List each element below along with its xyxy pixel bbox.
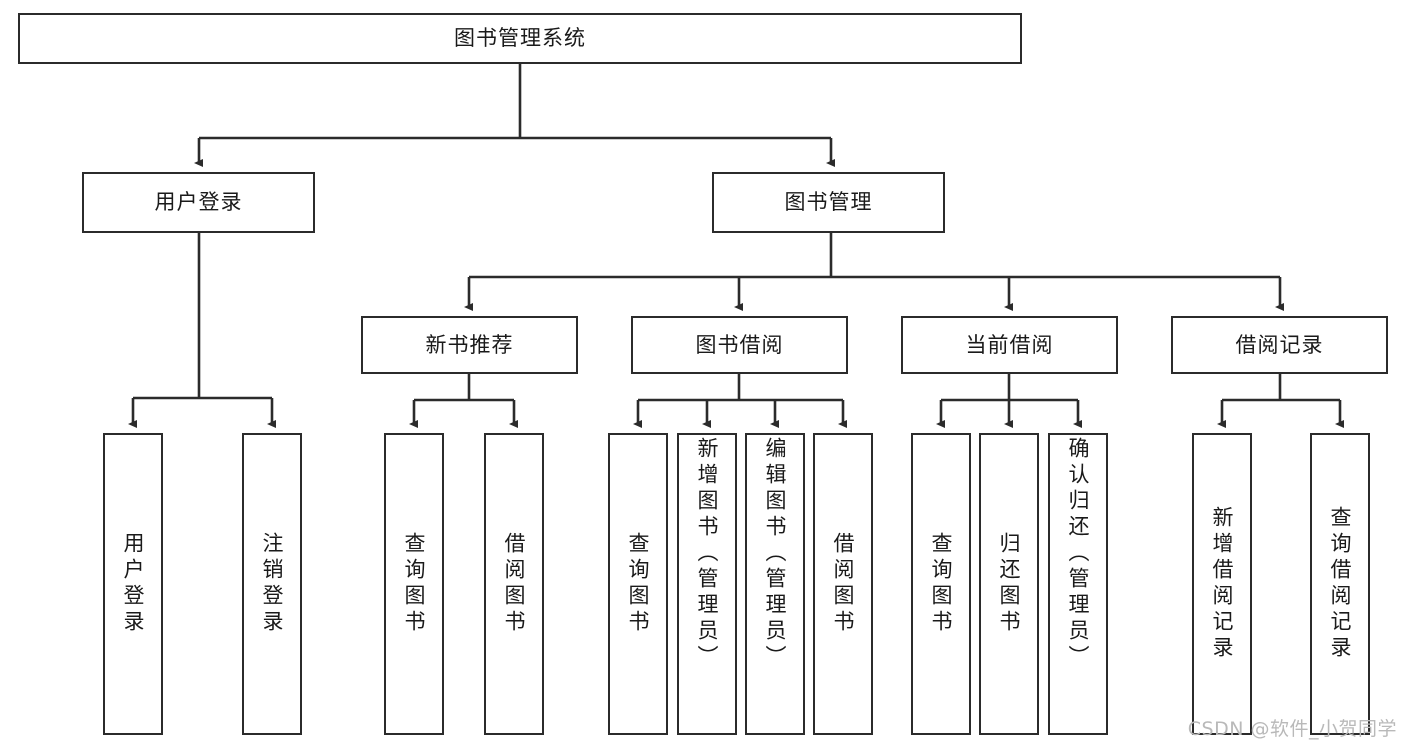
node-new-book-recommend-label: 新书推荐 xyxy=(425,332,514,357)
node-leaf-return-book-label: 归还图书 xyxy=(997,532,1022,636)
node-book-borrow[interactable]: 图书借阅 xyxy=(631,316,848,374)
node-current-borrow[interactable]: 当前借阅 xyxy=(901,316,1118,374)
node-leaf-add-borrow-record[interactable]: 新增借阅记录 xyxy=(1192,433,1252,735)
node-leaf-user-login-label: 用户登录 xyxy=(121,532,146,636)
node-leaf-return-book[interactable]: 归还图书 xyxy=(979,433,1039,735)
node-borrow-record-label: 借阅记录 xyxy=(1235,332,1324,357)
node-leaf-logout-label: 注销登录 xyxy=(260,532,285,636)
node-leaf-borrow-book-recommend[interactable]: 借阅图书 xyxy=(484,433,544,735)
node-leaf-add-borrow-record-label: 新增借阅记录 xyxy=(1210,506,1235,662)
node-leaf-add-book-admin-label: 新增图书（管理员） xyxy=(695,437,720,671)
node-leaf-query-borrow-record[interactable]: 查询借阅记录 xyxy=(1310,433,1370,735)
node-leaf-confirm-return-admin-label: 确认归还（管理员） xyxy=(1066,437,1091,671)
node-user-login[interactable]: 用户登录 xyxy=(82,172,315,233)
node-leaf-borrow-book-recommend-label: 借阅图书 xyxy=(502,532,527,636)
node-current-borrow-label: 当前借阅 xyxy=(965,332,1054,357)
node-leaf-logout[interactable]: 注销登录 xyxy=(242,433,302,735)
node-leaf-query-book-recommend[interactable]: 查询图书 xyxy=(384,433,444,735)
node-leaf-borrow-book[interactable]: 借阅图书 xyxy=(813,433,873,735)
node-book-management[interactable]: 图书管理 xyxy=(712,172,945,233)
node-leaf-confirm-return-admin[interactable]: 确认归还（管理员） xyxy=(1048,433,1108,735)
node-leaf-query-borrow-record-label: 查询借阅记录 xyxy=(1328,506,1353,662)
node-root-label: 图书管理系统 xyxy=(454,26,586,51)
node-leaf-query-book-recommend-label: 查询图书 xyxy=(402,532,427,636)
node-leaf-add-book-admin[interactable]: 新增图书（管理员） xyxy=(677,433,737,735)
node-leaf-edit-book-admin-label: 编辑图书（管理员） xyxy=(763,437,788,671)
node-new-book-recommend[interactable]: 新书推荐 xyxy=(361,316,578,374)
node-book-management-label: 图书管理 xyxy=(784,190,873,215)
csdn-watermark: CSDN @软件_小贺同学 xyxy=(1187,718,1397,740)
node-leaf-query-book-current-label: 查询图书 xyxy=(929,532,954,636)
node-leaf-query-book-borrow[interactable]: 查询图书 xyxy=(608,433,668,735)
node-leaf-user-login[interactable]: 用户登录 xyxy=(103,433,163,735)
node-leaf-query-book-borrow-label: 查询图书 xyxy=(626,532,651,636)
node-book-borrow-label: 图书借阅 xyxy=(695,332,784,357)
node-user-login-label: 用户登录 xyxy=(154,190,243,215)
node-leaf-edit-book-admin[interactable]: 编辑图书（管理员） xyxy=(745,433,805,735)
node-leaf-borrow-book-label: 借阅图书 xyxy=(831,532,856,636)
node-leaf-query-book-current[interactable]: 查询图书 xyxy=(911,433,971,735)
node-borrow-record[interactable]: 借阅记录 xyxy=(1171,316,1388,374)
node-root[interactable]: 图书管理系统 xyxy=(18,13,1022,64)
